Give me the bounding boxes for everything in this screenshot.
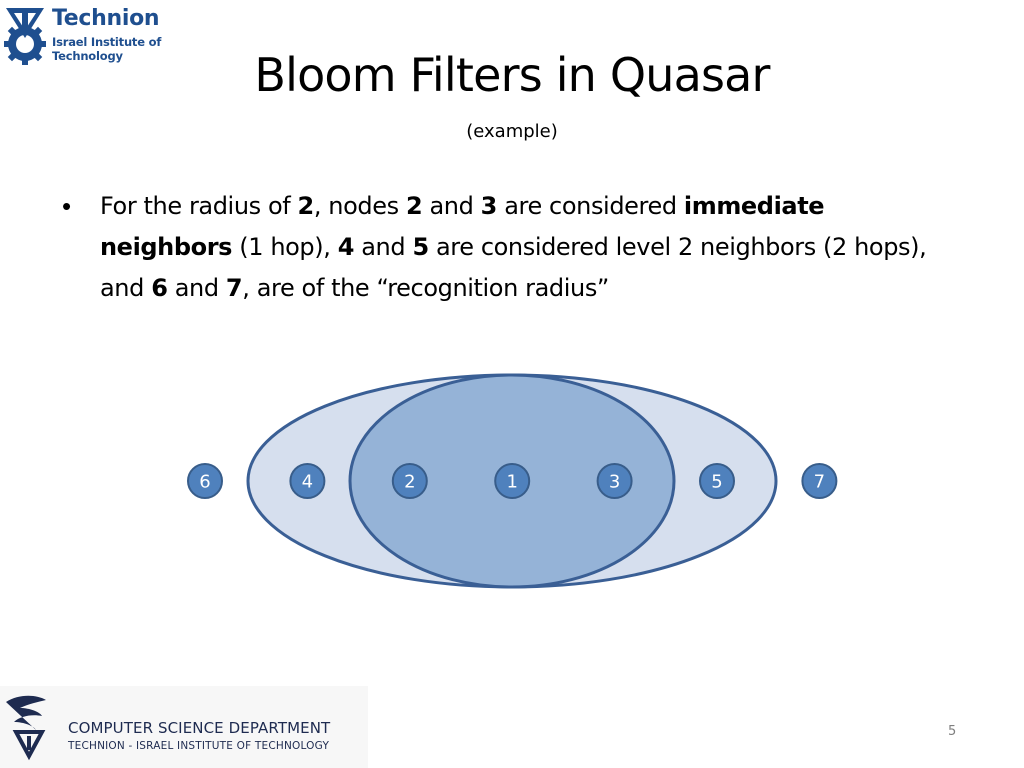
bullet-emphasis: 3 (480, 192, 498, 220)
bullet-emphasis: 5 (412, 233, 429, 261)
logo-name: Technion (52, 6, 160, 31)
page-number: 5 (948, 724, 957, 739)
node-5 (699, 463, 735, 499)
slide-title: Bloom Filters in Quasar (254, 48, 770, 102)
logo-subtitle-line1: Israel Institute of (52, 35, 162, 49)
bullet-run: , are of the “recognition radius” (242, 274, 609, 302)
node-7 (801, 463, 838, 499)
node-label-3: 3 (609, 472, 620, 493)
node-label-4: 4 (302, 472, 313, 493)
node-label-2: 2 (404, 472, 415, 493)
node-label-7: 7 (814, 472, 825, 493)
node-6 (187, 463, 223, 499)
bullet-run: , nodes (313, 192, 406, 220)
bullet-emphasis: 4 (337, 233, 355, 261)
bullet-marker: • (62, 191, 72, 221)
bullet-text: For the radius of 2, nodes 2 and 3 are c… (100, 186, 960, 309)
department-emblem-icon (6, 695, 46, 761)
bullet-run: (1 hop), (232, 233, 338, 261)
node-label-1: 1 (506, 472, 517, 493)
footer-department-logo: COMPUTER SCIENCE DEPARTMENT TECHNION - I… (0, 686, 368, 768)
bullet-run: are considered (496, 192, 684, 220)
logo-subtitle-line2: Technology (52, 49, 123, 63)
bullet-run: are considered level 2 neighbors (2 hops… (100, 233, 927, 302)
bullet-emphasis: 2 (297, 192, 315, 220)
technion-logo: Technion Israel Institute of Technology (4, 4, 164, 68)
bullet-run: For the radius of (100, 192, 298, 220)
technion-emblem-icon (4, 8, 46, 65)
bullet-emphasis: 7 (225, 274, 243, 302)
department-name: COMPUTER SCIENCE DEPARTMENT (68, 719, 331, 737)
bullet-emphasis: 2 (405, 192, 423, 220)
node-2 (391, 463, 428, 499)
node-1 (494, 463, 531, 499)
node-label-6: 6 (199, 472, 210, 493)
nodes-group: 6 4 2 1 3 5 7 (187, 463, 838, 499)
node-3 (596, 463, 633, 499)
node-label-5: 5 (711, 472, 722, 493)
bullet-run: and (422, 192, 481, 220)
institute-name: TECHNION - ISRAEL INSTITUTE OF TECHNOLOG… (68, 740, 330, 752)
slide-subtitle: (example) (466, 121, 558, 142)
bullet-emphasis: 6 (151, 274, 168, 302)
bullet-run: and (354, 233, 413, 261)
bullet-emphasis: immediate neighbors (100, 192, 825, 261)
bullet-run: and (167, 274, 226, 302)
node-4 (289, 463, 326, 499)
